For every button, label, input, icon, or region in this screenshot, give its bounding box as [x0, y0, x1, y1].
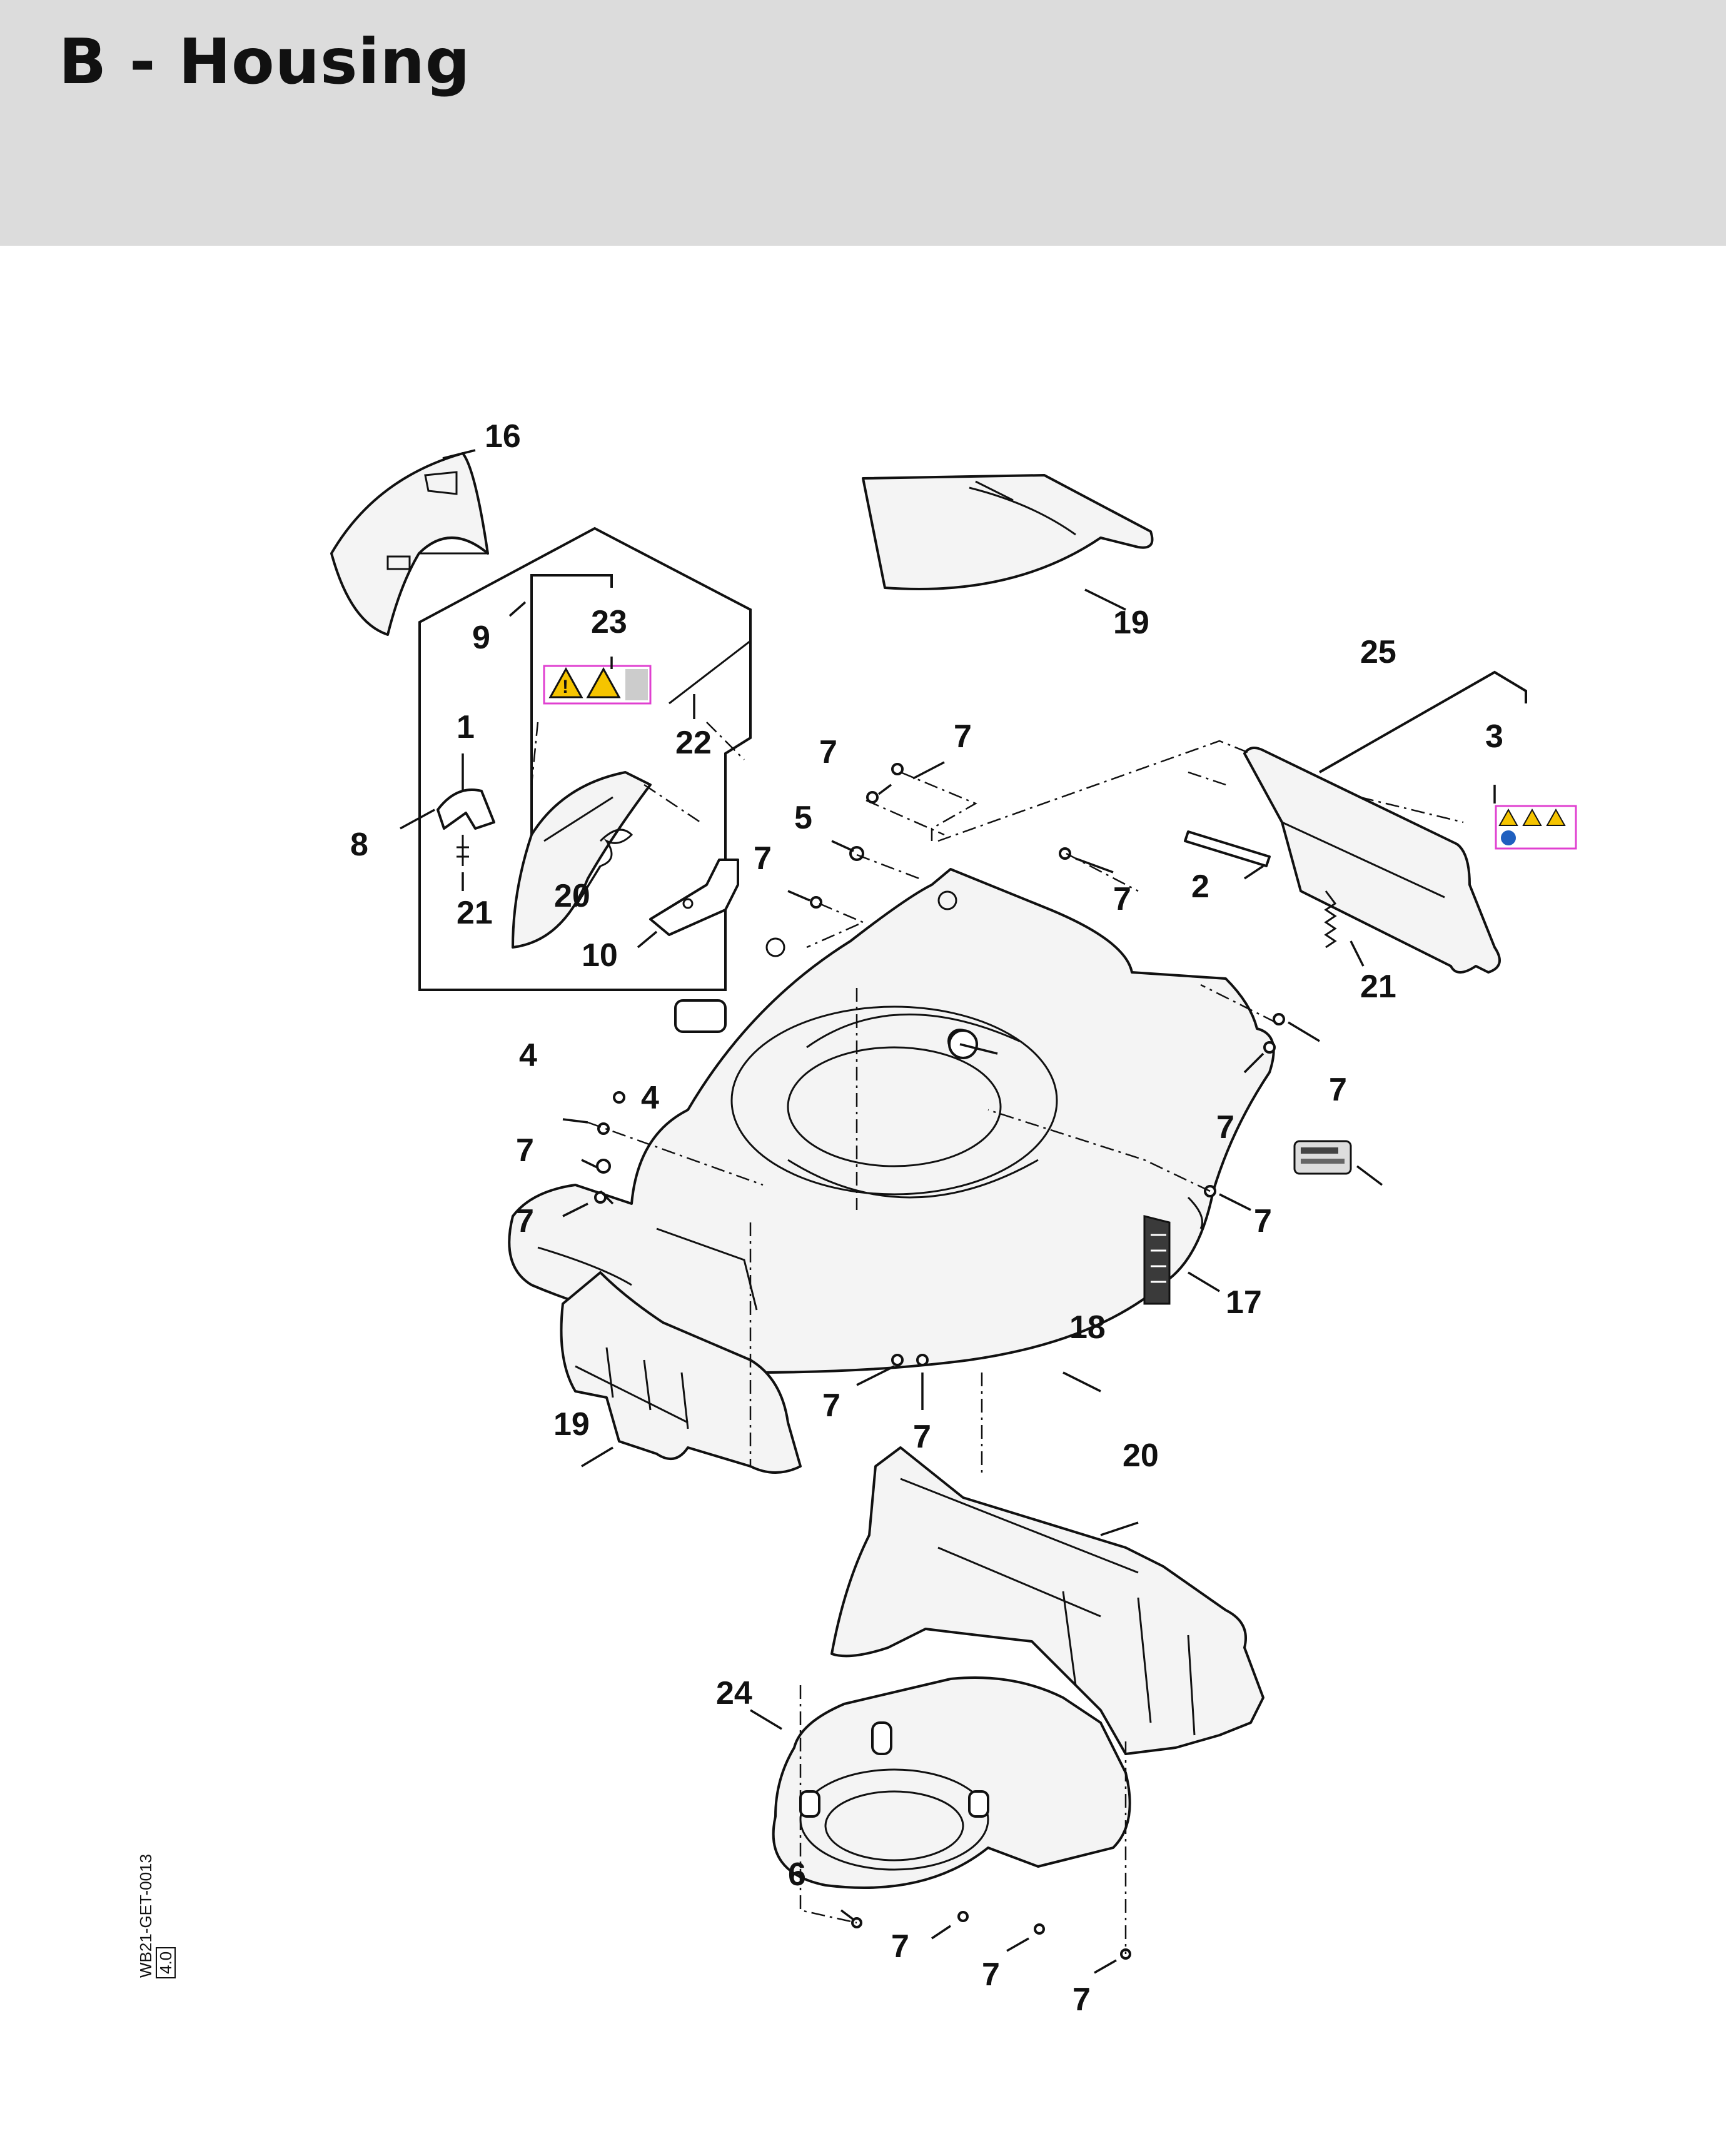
diagram-canvas: !	[136, 418, 1577, 2018]
hardware-screws	[594, 763, 1285, 1960]
part-19-spring	[1324, 890, 1337, 949]
callout-7e: 7	[1329, 1072, 1347, 1108]
callout-6: 6	[788, 1856, 806, 1893]
callout-7m: 7	[982, 1957, 1000, 1993]
part-17-spring	[599, 829, 633, 867]
part-20-rod	[669, 640, 751, 705]
part-24-label	[1293, 1140, 1352, 1175]
bracket-23	[1319, 670, 1527, 773]
callout-7b: 7	[819, 734, 837, 770]
callout-7a: 7	[954, 718, 972, 755]
callout-16: 20	[1123, 1438, 1159, 1474]
callout-10: 10	[582, 937, 618, 974]
part-16-catcher-frame	[830, 1446, 1264, 1755]
callout-17: 20	[554, 878, 590, 914]
callout-7k: 7	[913, 1419, 931, 1455]
exploded-parts-diagram: !	[125, 347, 1651, 2073]
part-22-lower-bowl	[772, 1676, 1131, 1889]
callout-7l: 7	[891, 1928, 909, 1965]
callout-12: 17	[1226, 1284, 1262, 1321]
callout-7j: 7	[822, 1388, 840, 1424]
callout-5: 5	[794, 800, 812, 836]
part-15-front-guard	[560, 1271, 802, 1474]
callout-7c: 7	[754, 840, 772, 877]
part-3-warning-label	[1495, 805, 1577, 850]
callout-4b: 4	[641, 1080, 659, 1116]
callout-7i: 7	[516, 1203, 534, 1239]
callout-21: 23	[591, 604, 627, 640]
part-18-spring	[457, 835, 469, 866]
callout-7f: 7	[1216, 1109, 1234, 1146]
drawing-revision: 4.0	[156, 1952, 175, 1974]
callout-7d: 7	[1113, 881, 1131, 917]
callout-7g: 7	[1254, 1203, 1272, 1239]
callout-9: 9	[472, 620, 490, 656]
drawing-reference: WB21-GET-0013 4.0	[136, 1854, 176, 1978]
part-1-latch	[437, 788, 495, 830]
callout-8: 8	[350, 827, 368, 863]
assembly-frame-8	[418, 526, 752, 991]
page-header: B - Housing	[0, 0, 1726, 246]
part-2-pin	[1184, 830, 1271, 867]
callout-23: 25	[1360, 634, 1396, 670]
leader-lines	[400, 449, 1496, 1974]
drawing-id: WB21-GET-0013	[136, 1854, 155, 1978]
bracket-21	[530, 574, 613, 872]
callout-7n: 7	[1072, 1982, 1091, 2018]
part-9-flap	[512, 771, 652, 949]
callout-20: 22	[675, 725, 712, 761]
callout-13: 18	[1069, 1309, 1106, 1346]
callout-22: 24	[716, 1675, 752, 1711]
callout-3: 3	[1485, 718, 1503, 755]
page-title: B - Housing	[59, 25, 471, 98]
part-23-rear-flap	[1243, 747, 1501, 974]
callout-18: 21	[457, 895, 493, 931]
callout-19: 21	[1360, 969, 1396, 1005]
callout-14: 19	[1113, 605, 1149, 641]
part-11-deflector	[330, 452, 489, 636]
callout-4a: 4	[519, 1037, 537, 1074]
callout-numbers: 16 19 9 23 1 22 8 20 21 10 25 3 2 21 17 …	[350, 418, 1503, 2018]
callout-1: 1	[457, 709, 475, 745]
part-12-label	[1143, 1215, 1171, 1305]
svg-text:!: !	[562, 677, 568, 697]
part-21-warning-label: !	[543, 665, 652, 705]
callout-7h: 7	[516, 1132, 534, 1169]
part-14-cover	[862, 474, 1154, 591]
part-10-bracket	[649, 859, 739, 936]
callout-2: 2	[1191, 869, 1209, 905]
callout-11: 16	[485, 418, 521, 455]
callout-15: 19	[553, 1406, 590, 1443]
